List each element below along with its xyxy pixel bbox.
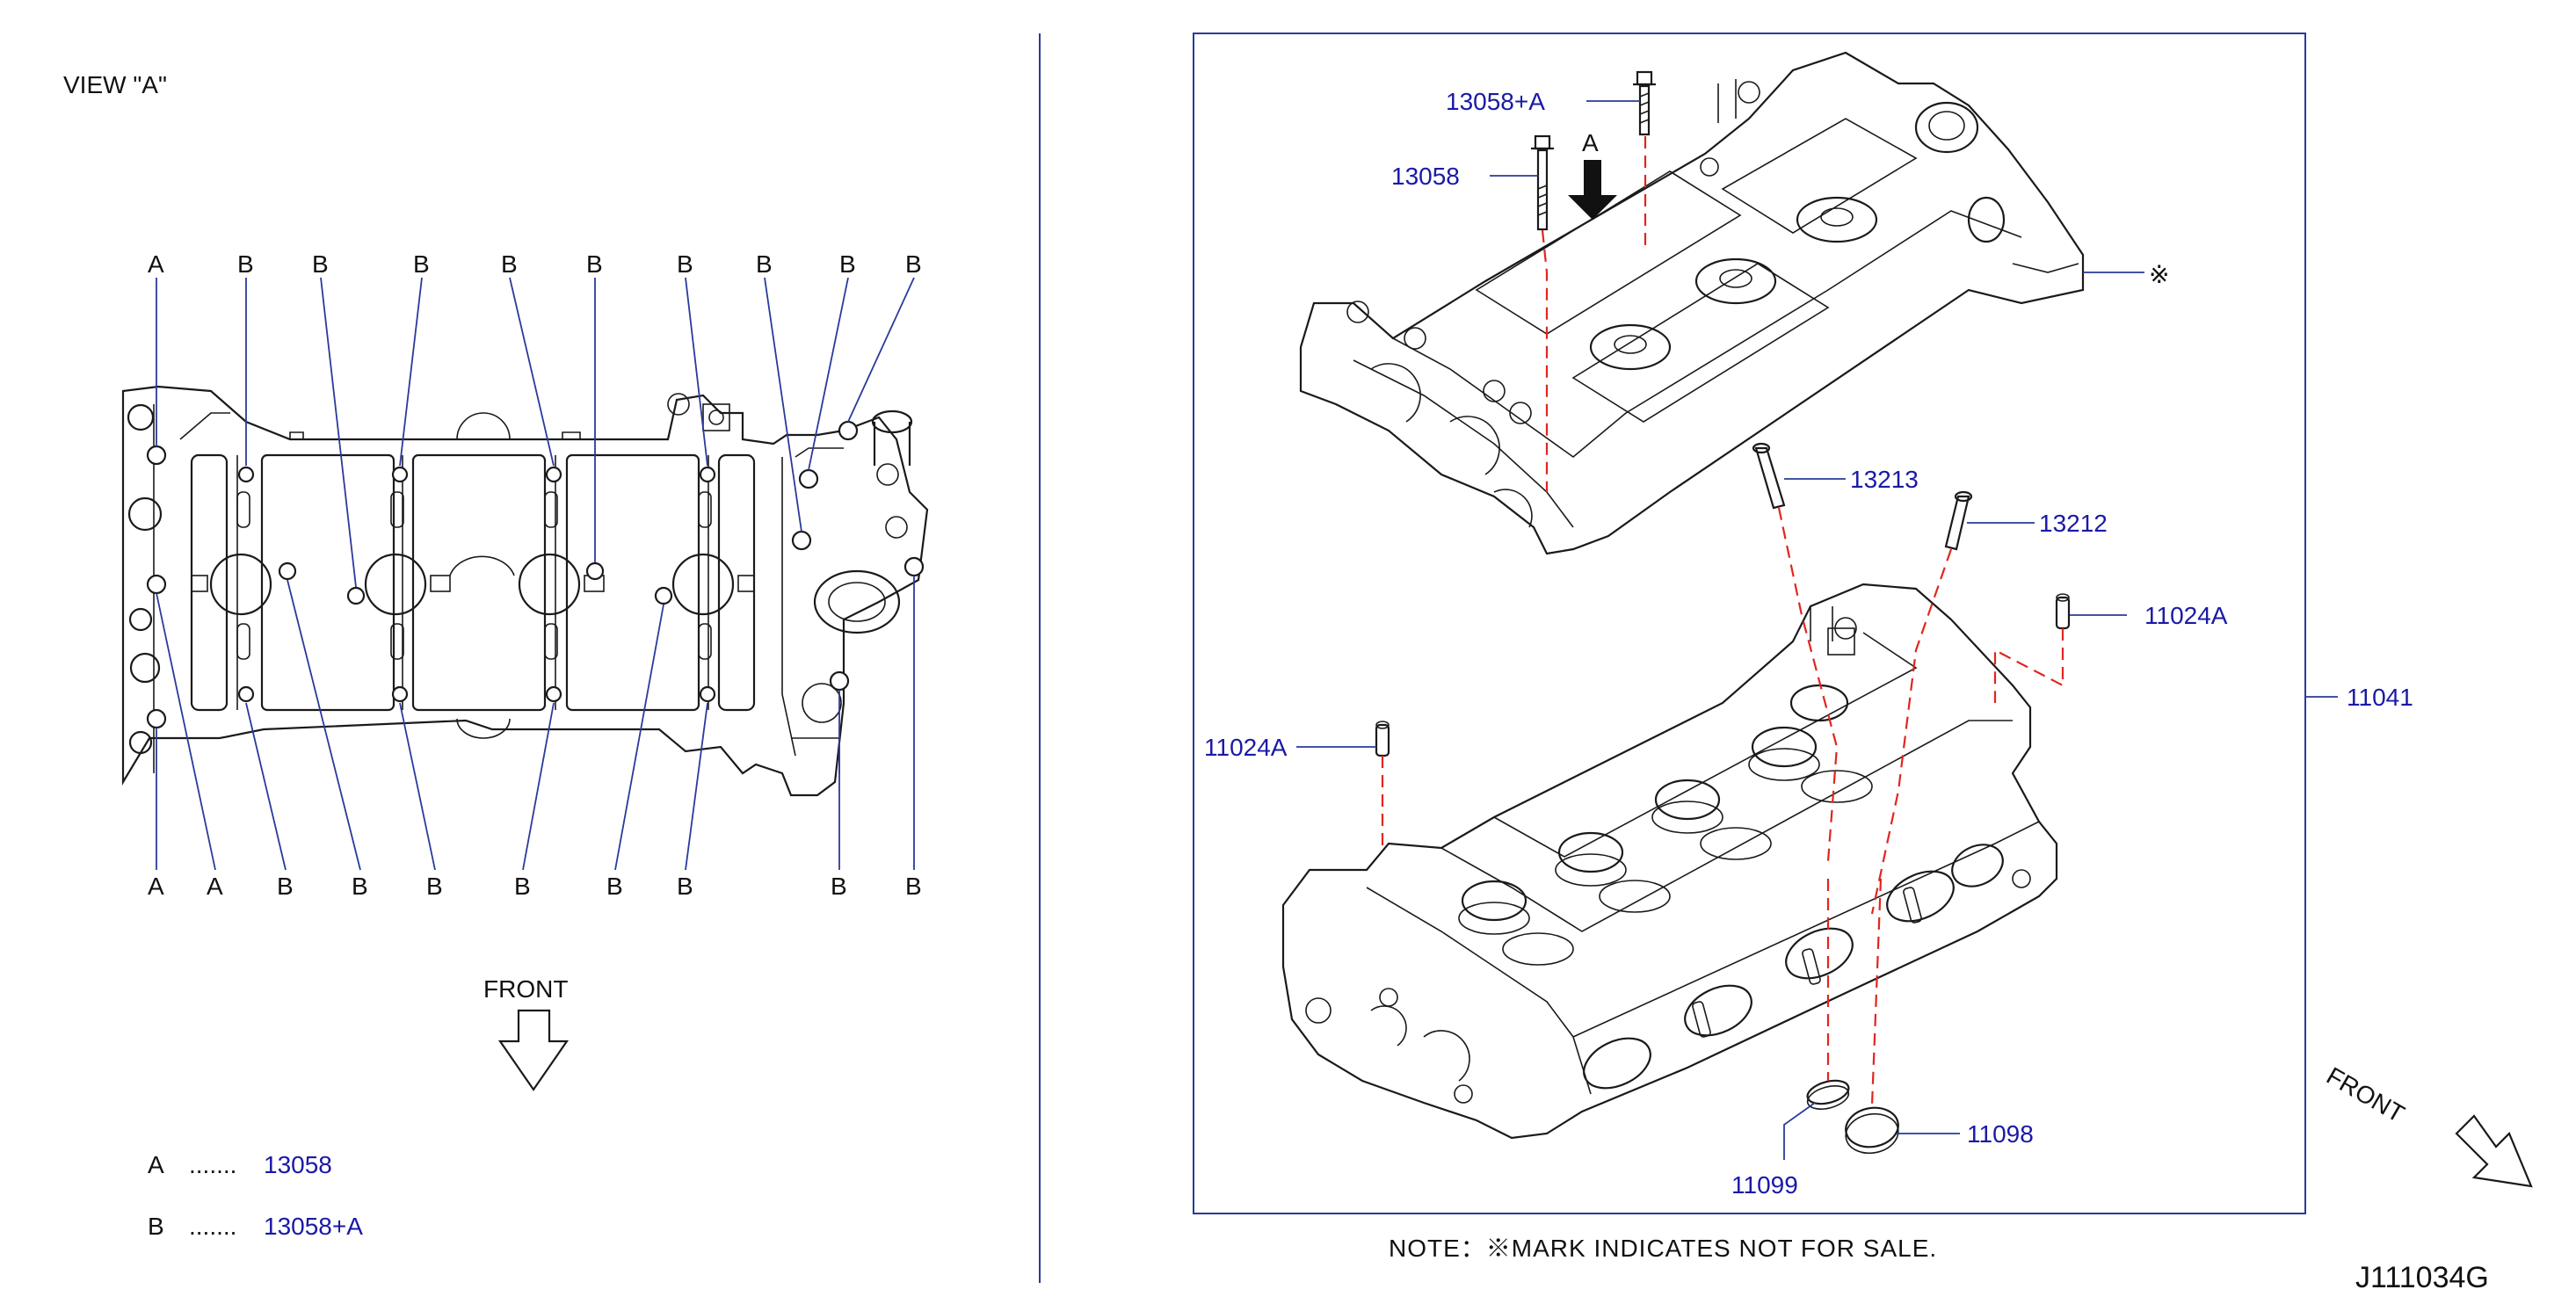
bolt-13058-icon	[1531, 134, 1554, 231]
legend-dots-a: .......	[189, 1151, 236, 1178]
part-13212-label[interactable]: 13212	[2039, 510, 2108, 537]
dowel-pin-left-icon	[1375, 721, 1390, 757]
cylinder-head-drawing	[1281, 583, 2058, 1140]
top-label: B	[501, 250, 518, 278]
part-11024a-left-label[interactable]: 11024A	[1204, 734, 1288, 761]
bottom-label: B	[426, 873, 443, 900]
drawing-code: J111034G	[2355, 1261, 2489, 1294]
bottom-label: B	[905, 873, 922, 900]
bottom-label: B	[677, 873, 693, 900]
part-11099-label[interactable]: 11099	[1731, 1171, 1798, 1199]
valve-guide-13213-icon	[1752, 442, 1786, 510]
bottom-label: B	[831, 873, 847, 900]
top-label: B	[312, 250, 329, 278]
top-letter-labels: A B B B B B B B B B	[148, 250, 922, 278]
legend-letter-a: A	[148, 1151, 164, 1178]
seal-11098-icon	[1845, 1106, 1899, 1155]
part-13058-label[interactable]: 13058	[1391, 163, 1460, 190]
assembly-frame	[1193, 33, 2306, 1214]
top-label: B	[237, 250, 254, 278]
valve-guide-13212-icon	[1944, 490, 1973, 551]
bottom-label: A	[207, 873, 223, 900]
view-a-head-outline	[121, 385, 929, 797]
bottom-label: B	[277, 873, 294, 900]
part-13058a-label[interactable]: 13058+A	[1446, 88, 1545, 115]
legend-dots-b: .......	[189, 1213, 236, 1240]
front-arrow-left-icon	[497, 1009, 570, 1091]
alignment-dash-lines	[1381, 136, 2064, 1106]
front-label-left: FRONT	[483, 975, 568, 1003]
not-for-sale-mark: ※	[2149, 261, 2169, 288]
top-label: B	[586, 250, 603, 278]
bottom-label: A	[148, 873, 164, 900]
top-label: B	[413, 250, 430, 278]
arrow-a-label: A	[1582, 129, 1599, 156]
legend: A ....... 13058 B ....... 13058+A	[148, 1151, 363, 1240]
view-a-leaders	[156, 277, 915, 871]
part-11024a-right-label[interactable]: 11024A	[2144, 602, 2228, 629]
top-label: A	[148, 250, 164, 278]
part-leaders	[1296, 100, 2338, 1160]
part-11041-label[interactable]: 11041	[2347, 684, 2413, 711]
legend-letter-b: B	[148, 1213, 164, 1240]
top-label: B	[839, 250, 856, 278]
top-label: B	[756, 250, 773, 278]
bolt-holes	[146, 420, 925, 729]
part-11098-label[interactable]: 11098	[1967, 1120, 2034, 1148]
bottom-label: B	[606, 873, 623, 900]
part-13213-label[interactable]: 13213	[1850, 466, 1919, 493]
top-label: B	[677, 250, 693, 278]
bottom-letter-labels: A A B B B B B B B B	[148, 873, 922, 900]
top-label: B	[905, 250, 922, 278]
front-arrow-right-icon	[2455, 1114, 2533, 1188]
bottom-label: B	[352, 873, 368, 900]
legend-part-a[interactable]: 13058	[264, 1151, 332, 1178]
view-a-arrow-icon	[1568, 160, 1617, 220]
bottom-label: B	[514, 873, 531, 900]
view-title: VIEW "A"	[63, 71, 167, 98]
bolt-13058a-icon	[1633, 70, 1656, 136]
seal-11099-icon	[1806, 1079, 1850, 1110]
front-label-right: FRONT	[2322, 1061, 2409, 1127]
dowel-pin-right-icon	[2055, 593, 2071, 630]
footnote: NOTE：※MARK INDICATES NOT FOR SALE.	[1389, 1235, 1937, 1262]
legend-part-b[interactable]: 13058+A	[264, 1213, 363, 1240]
camshaft-bracket-drawing	[1299, 51, 2085, 555]
